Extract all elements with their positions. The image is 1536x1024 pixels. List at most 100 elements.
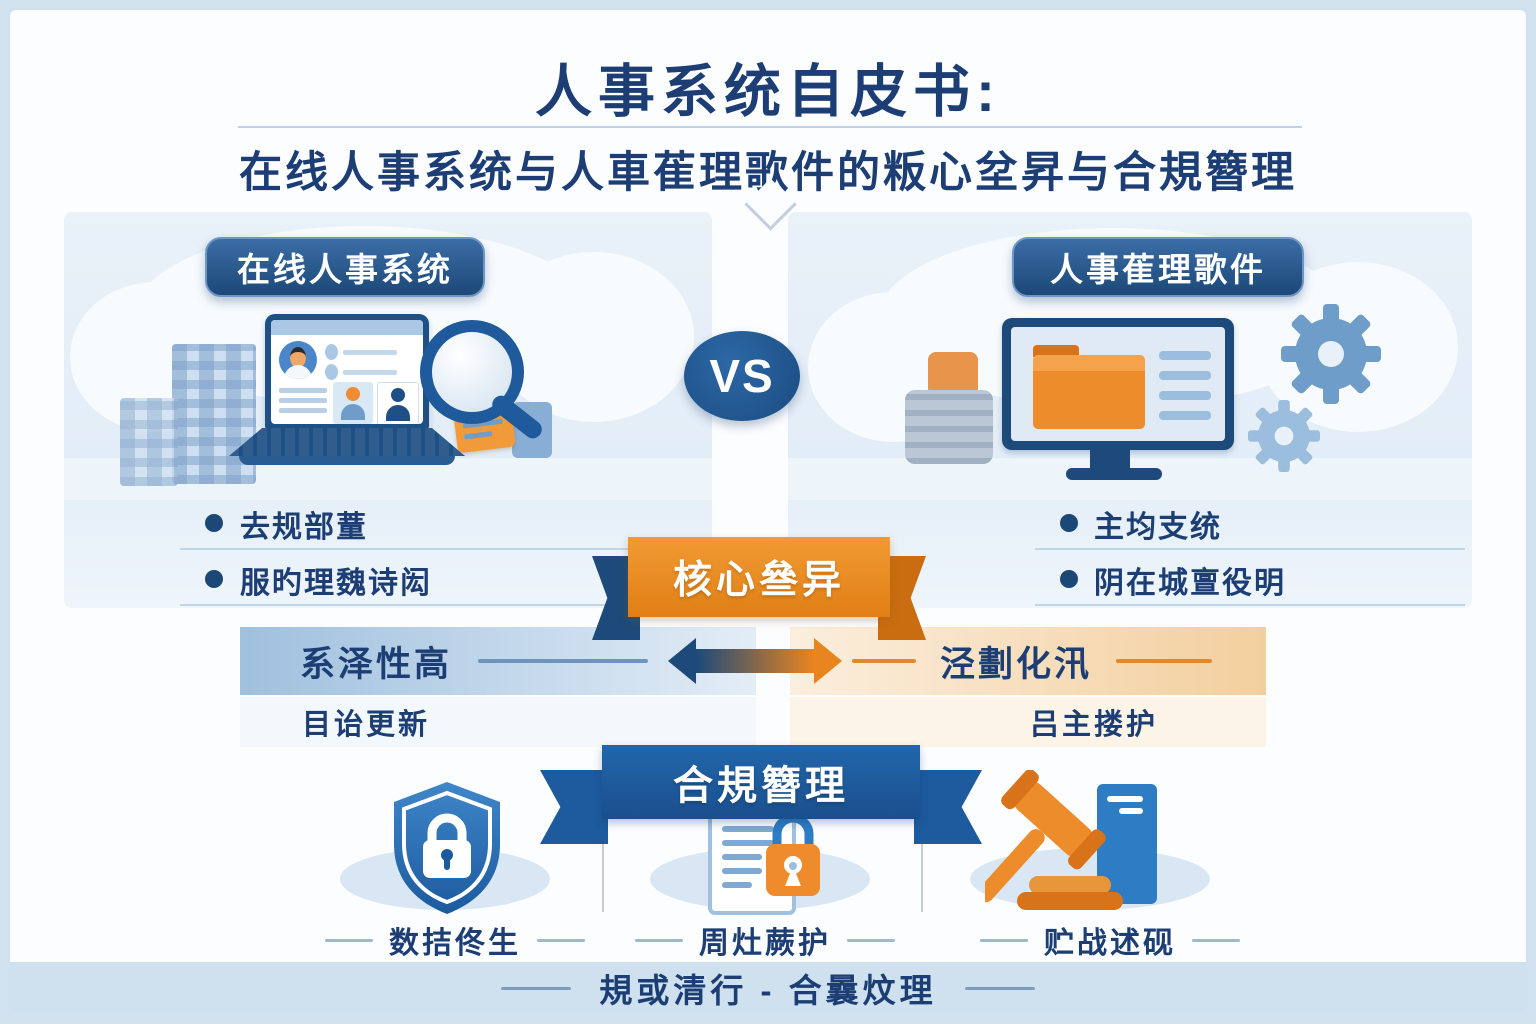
comparison-right-bar: 泾劃化汛 — [790, 627, 1266, 695]
list-line — [1159, 411, 1211, 420]
ribbon-tail-right — [914, 770, 982, 844]
gavel-icon — [985, 770, 1157, 910]
footer-band: 規或清行 - 合曩炆理 — [10, 962, 1526, 1014]
hr-software-header-label: 人事萑理歌件 — [1050, 251, 1266, 288]
profile-card — [333, 382, 373, 424]
profile-oval — [325, 364, 338, 380]
text-line — [279, 398, 327, 403]
online-hr-panel: 在线人事系统 去规部蕫 服旳理魏诗闳 — [64, 212, 712, 608]
monitor-base — [1066, 468, 1162, 480]
arrow-body — [696, 649, 814, 673]
arrow-right-icon — [814, 638, 842, 684]
vs-badge: VS — [684, 331, 800, 421]
text-line — [279, 388, 327, 393]
bullet-dot — [1060, 514, 1078, 532]
vs-label: VS — [709, 350, 775, 402]
folder-icon — [1033, 355, 1145, 429]
column-divider — [602, 800, 604, 912]
hr-software-bullet-1: 主均支统 — [1094, 511, 1222, 544]
caption-privacy: 周灶蕨护 — [595, 918, 935, 962]
caption-data-security: 数拮佟生 — [280, 918, 630, 962]
list-line — [1159, 371, 1211, 380]
caption-data-security-label: 数拮佟生 — [389, 927, 521, 960]
laptop-base — [239, 456, 455, 465]
bullet-dot — [205, 570, 223, 588]
hr-software-header-pill: 人事萑理歌件 — [1012, 237, 1304, 297]
decorative-line — [1192, 938, 1240, 942]
bullet-separator — [180, 548, 712, 550]
decorative-line — [325, 938, 373, 942]
decorative-line — [964, 986, 1035, 990]
text-line — [343, 370, 397, 375]
bullet-dot — [205, 514, 223, 532]
person-bust — [341, 404, 365, 420]
monitor-screen — [1011, 327, 1225, 441]
comparison-right-subrow: 吕主搂护 — [790, 697, 1266, 747]
avatar-face — [290, 347, 306, 368]
text-line — [279, 408, 327, 413]
folder-flap — [1033, 355, 1145, 371]
decorative-line — [980, 938, 1028, 942]
compliance-banner-label: 合規簪理 — [673, 764, 849, 808]
caption-privacy-label: 周灶蕨护 — [699, 927, 831, 960]
screen-header-bar — [271, 320, 423, 335]
laptop-keyboard — [229, 428, 465, 456]
decorative-line — [478, 659, 649, 663]
cloud-decoration — [494, 252, 694, 422]
card-background: 人事系统自皮书: 在线人事系统与人車萑理歌件的粄心坌昇与合規簪理 — [10, 10, 1526, 1014]
column-divider — [921, 800, 923, 912]
bullet-separator — [180, 604, 712, 606]
core-difference-label: 核心叄异 — [672, 559, 845, 602]
machine-top — [928, 352, 978, 396]
laptop-screen — [271, 320, 423, 424]
decorative-line — [537, 938, 585, 942]
hr-software-bullet-2: 阴在城亶役明 — [1094, 567, 1286, 600]
compliance-banner: 合規簪理 — [602, 745, 920, 819]
online-hr-bullet-1: 去规部蕫 — [240, 511, 368, 544]
ribbon-tail-left — [540, 770, 608, 844]
comparison-left-title: 系泽性高 — [300, 644, 453, 684]
list-line — [1159, 351, 1211, 360]
decorative-line — [847, 938, 895, 942]
decorative-line — [852, 659, 916, 663]
person-head — [346, 387, 360, 401]
avatar-body — [284, 365, 312, 379]
bullet-separator — [1035, 604, 1465, 606]
avatar — [279, 341, 317, 379]
comparison-left-subrow: 目诒更新 — [240, 697, 756, 747]
caption-regulation-label: 贮战述砚 — [1044, 927, 1176, 960]
text-line — [343, 350, 397, 355]
online-hr-bullet-2: 服旳理魏诗闳 — [240, 567, 432, 600]
list-line — [1159, 391, 1211, 400]
bullet-separator — [1035, 548, 1465, 550]
laptop-icon — [229, 310, 529, 510]
gear-icon — [1248, 304, 1381, 472]
profile-card — [377, 382, 419, 424]
bullet-dot — [1060, 570, 1078, 588]
desktop-monitor-icon — [1002, 318, 1234, 450]
core-difference-banner: 核心叄异 — [628, 537, 890, 617]
machine-body — [905, 390, 993, 464]
title-divider — [238, 126, 1302, 128]
decorative-line — [635, 938, 683, 942]
comparison-left-subtitle: 目诒更新 — [302, 709, 431, 741]
monitor-stand — [1090, 450, 1130, 468]
arrow-left-icon — [668, 638, 696, 684]
shield-lock-icon — [394, 782, 500, 914]
laptop-bezel — [265, 314, 429, 430]
decorative-line — [501, 986, 572, 990]
profile-oval — [325, 344, 338, 360]
decorative-line — [1116, 659, 1213, 663]
caption-regulation: 贮战述砚 — [925, 918, 1295, 962]
person-bust — [386, 405, 410, 421]
building-icon — [172, 344, 256, 484]
online-hr-header-pill: 在线人事系统 — [205, 237, 485, 297]
hr-software-panel: 人事萑理歌件 主均支统 阴在城亶役明 — [788, 212, 1472, 608]
online-hr-header-label: 在线人事系统 — [237, 251, 453, 288]
page-title: 人事系统自皮书: — [535, 60, 1001, 124]
comparison-right-title: 泾劃化汛 — [940, 644, 1093, 684]
person-head — [391, 388, 405, 402]
comparison-right-subtitle: 吕主搂护 — [1030, 709, 1159, 741]
footer-text: 規或清行 - 合曩炆理 — [599, 972, 937, 1009]
